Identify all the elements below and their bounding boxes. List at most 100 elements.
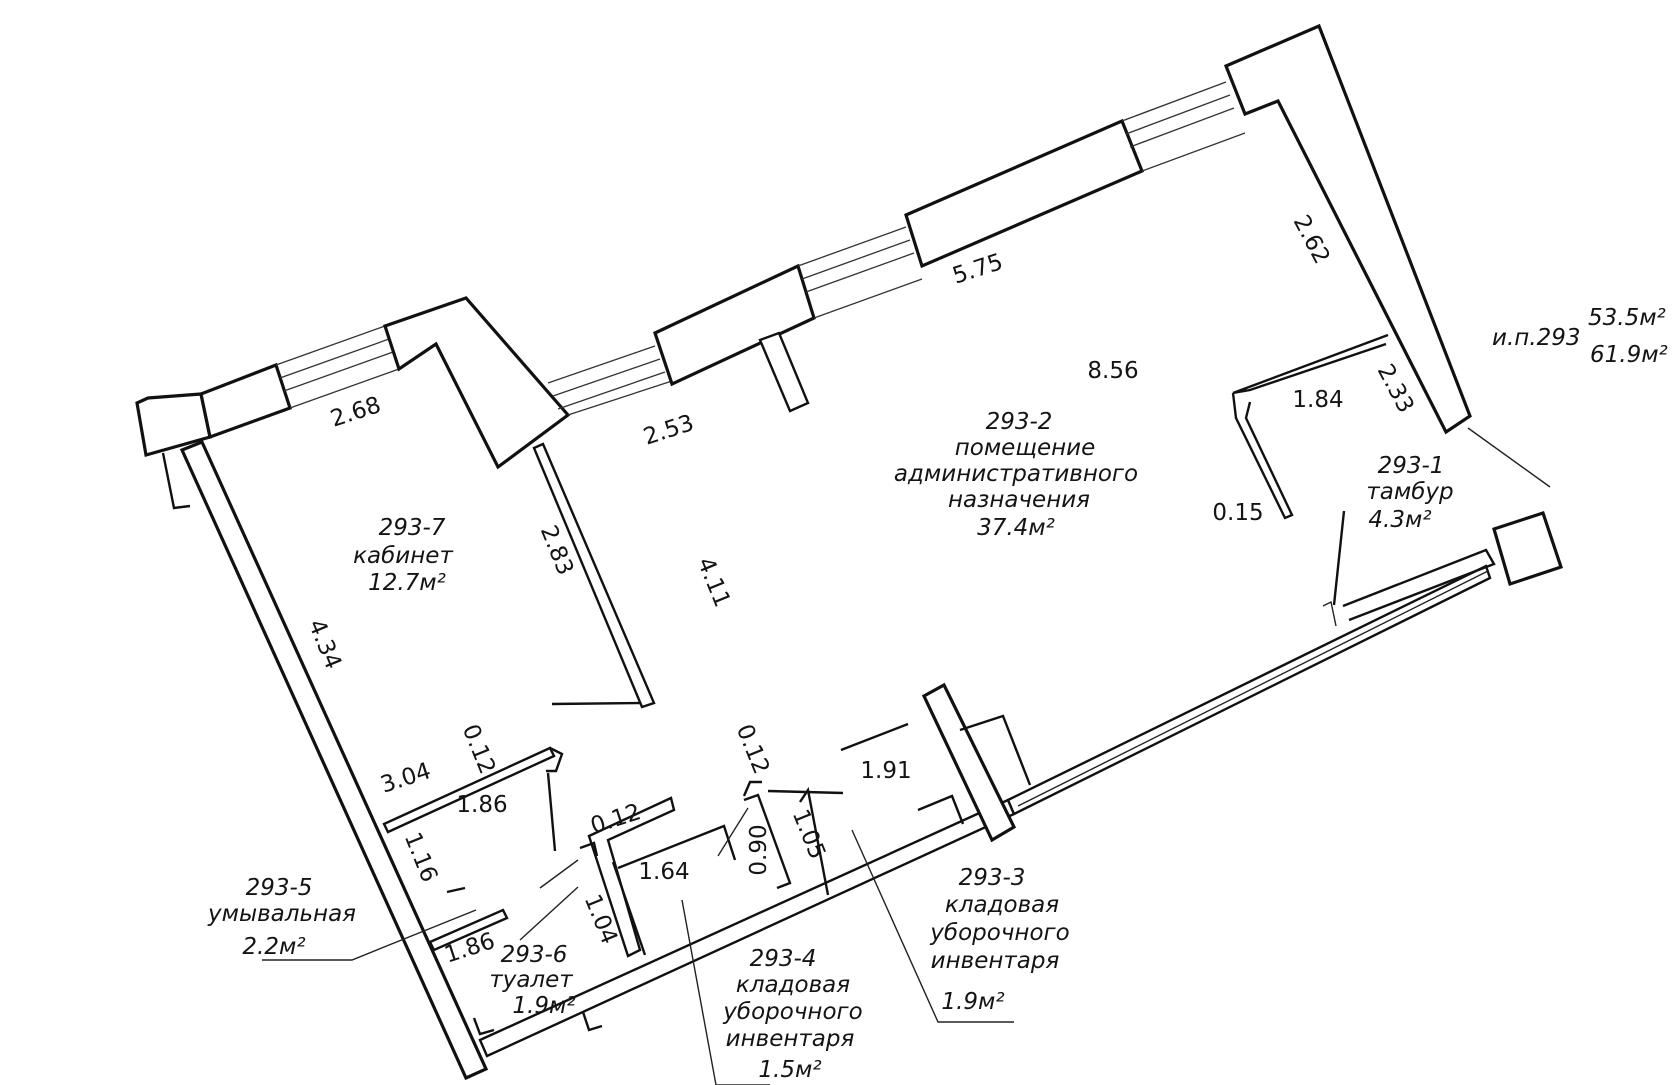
dim-2-33: 2.33 [1372, 360, 1419, 417]
partition-storage4-right [611, 861, 647, 956]
dim-1-64: 1.64 [638, 859, 689, 885]
svg-text:293-3: 293-3 [959, 865, 1026, 891]
room-293-5-label: 293-5 умывальная 2.2м² [207, 875, 356, 960]
partition-washroom-right [446, 886, 466, 894]
dim-0-12-a: 0.12 [457, 721, 500, 778]
window-admin-1 [547, 345, 673, 416]
wall-storage-pier-jamb-bottom [917, 794, 965, 825]
wall-admin-pier-2 [904, 118, 1145, 269]
wall-office-top-right [382, 296, 571, 470]
room-293-1-label: 293-1 тамбур 4.3м² [1366, 453, 1453, 533]
partition-toilet-door [539, 859, 579, 889]
wall-storage-pier-jamb-top [959, 714, 1032, 786]
leader-293-3 [851, 829, 1014, 1023]
dim-1-86-a: 1.86 [456, 792, 507, 818]
partition-storage4-top-jamb [579, 841, 599, 857]
partition-storage3-top2 [840, 722, 909, 752]
dim-0-15: 0.15 [1212, 500, 1263, 526]
dim-1-16: 1.16 [399, 829, 442, 886]
wall-office-top-left [199, 362, 293, 440]
partition-toilet-bottom-jamb [581, 1011, 603, 1032]
partition-tambour-top [1232, 333, 1389, 395]
wall-left-exterior [179, 439, 489, 1081]
partition-storage3-right [799, 786, 830, 896]
svg-text:37.4м²: 37.4м² [977, 515, 1055, 541]
svg-text:уборочного: уборочного [929, 920, 1069, 946]
dim-4-34: 4.34 [303, 616, 346, 673]
svg-text:кладовая: кладовая [945, 892, 1059, 918]
dim-2-53: 2.53 [640, 410, 697, 451]
room-293-7-label: 293-7 кабинет 12.7м² [353, 515, 453, 596]
partition-storage4-door [717, 807, 749, 857]
wall-storage-pier [921, 682, 1017, 843]
dim-1-84: 1.84 [1292, 387, 1343, 413]
svg-text:уборочного: уборочного [722, 999, 862, 1025]
dim-1-05: 1.05 [787, 806, 830, 863]
svg-text:кабинет: кабинет [353, 543, 453, 569]
room-293-2-label: 293-2 помещение административного назнач… [894, 409, 1138, 541]
dim-0-12-c: 0.12 [731, 721, 774, 778]
partition-storage3-left [743, 793, 792, 890]
wall-left-jamb [161, 452, 191, 510]
leader-293-6 [519, 886, 579, 941]
svg-text:помещение: помещение [955, 435, 1096, 461]
dim-5-75: 5.75 [949, 249, 1006, 290]
dim-2-68: 2.68 [327, 392, 384, 433]
wall-entrance-jamb [1342, 548, 1496, 622]
partition-storage3-jamb [742, 780, 762, 797]
unit-area-living: 53.5м² [1588, 305, 1666, 331]
wall-left-bottom-jamb [472, 1017, 495, 1036]
svg-text:4.3м²: 4.3м² [1368, 507, 1431, 533]
summary-leader [1467, 427, 1551, 488]
dim-4-11: 4.11 [692, 554, 735, 611]
wall-entrance-pier [1492, 510, 1564, 587]
window-admin-3 [1121, 81, 1246, 172]
unit-label: и.п.293 [1492, 325, 1581, 351]
partition-tambour-right [1332, 510, 1346, 606]
partition-office-admin [532, 442, 656, 709]
svg-text:293-5: 293-5 [246, 875, 313, 901]
svg-text:293-1: 293-1 [1378, 453, 1445, 479]
svg-text:умывальная: умывальная [207, 901, 356, 927]
svg-text:назначения: назначения [948, 487, 1090, 513]
svg-text:1.9м²: 1.9м² [512, 993, 575, 1019]
svg-text:293-7: 293-7 [379, 515, 446, 541]
room-293-6-label: 293-6 туалет 1.9м² [489, 942, 575, 1019]
partition-toilet-top [428, 908, 509, 952]
svg-text:1.5м²: 1.5м² [758, 1057, 821, 1083]
partition-washroom-door [546, 772, 557, 852]
svg-text:293-6: 293-6 [501, 942, 568, 968]
svg-text:тамбур: тамбур [1366, 479, 1453, 505]
svg-text:293-2: 293-2 [986, 409, 1053, 435]
leader-293-4 [681, 899, 770, 1085]
svg-text:12.7м²: 12.7м² [368, 570, 446, 596]
wall-corner-right [1223, 23, 1472, 435]
wall-admin-stub [758, 331, 810, 413]
dim-8-56: 8.56 [1087, 358, 1138, 384]
partition-office-admin-foot [551, 701, 641, 706]
svg-text:инвентаря: инвентаря [726, 1026, 855, 1052]
unit-area-total: 61.9м² [1590, 342, 1668, 368]
svg-text:293-4: 293-4 [750, 946, 817, 972]
dim-2-62: 2.62 [1288, 211, 1335, 268]
svg-text:туалет: туалет [489, 967, 573, 993]
dim-1-91: 1.91 [860, 758, 911, 784]
partition-washroom-jamb [546, 746, 564, 773]
svg-text:инвентаря: инвентаря [931, 948, 1060, 974]
dim-0-90: 0.90 [746, 824, 772, 875]
svg-text:административного: административного [894, 461, 1138, 487]
dim-3-04: 3.04 [377, 758, 434, 799]
room-293-4-label: 293-4 кладовая уборочного инвентаря 1.5м… [722, 946, 862, 1083]
svg-text:2.2м²: 2.2м² [242, 934, 305, 960]
wall-bottom-inner-line [1017, 570, 1489, 807]
svg-text:кладовая: кладовая [736, 972, 850, 998]
window-admin-2 [797, 226, 923, 319]
window-office [275, 325, 400, 409]
partition-storage4-inner [617, 824, 737, 870]
svg-text:1.9м²: 1.9м² [941, 989, 1004, 1015]
partition-washroom-top [382, 746, 556, 834]
room-293-3-label: 293-3 кладовая уборочного инвентаря 1.9м… [929, 865, 1069, 1015]
leader-293-5 [262, 909, 477, 961]
partition-storage4-box [587, 796, 676, 958]
